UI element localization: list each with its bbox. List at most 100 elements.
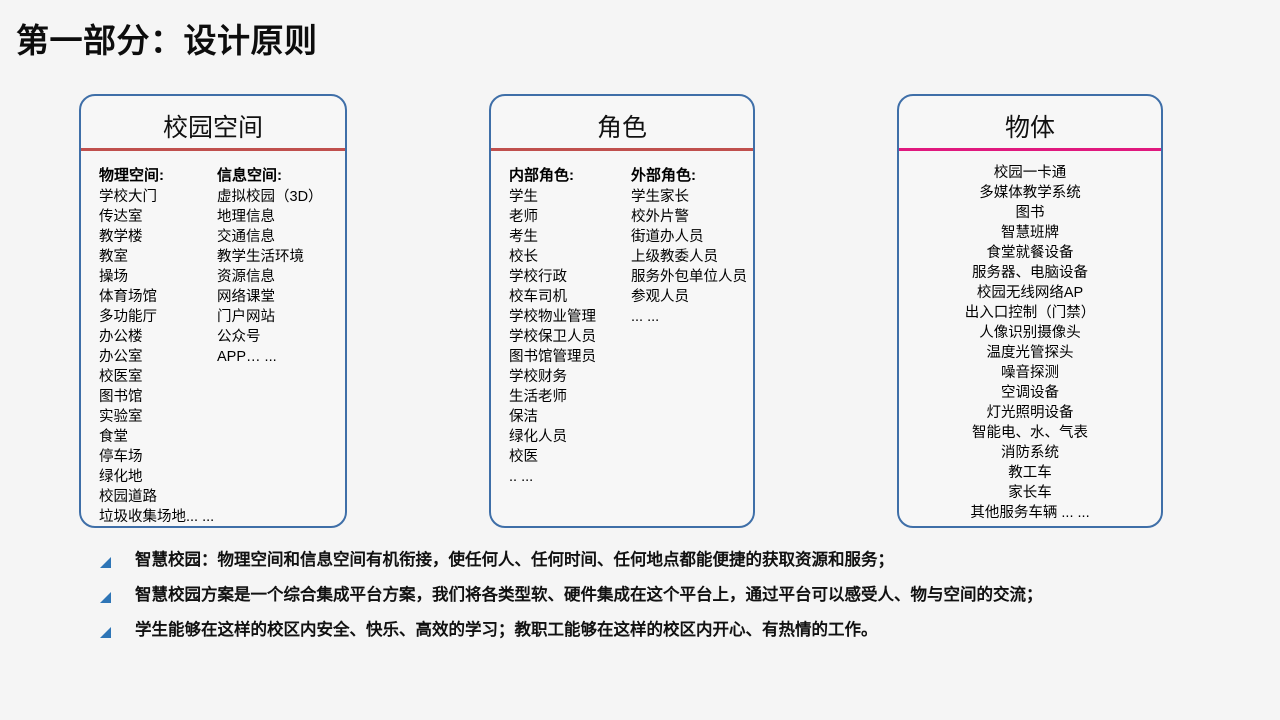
list-item: 多功能厅 [99, 308, 157, 325]
list-item: 学生 [509, 188, 538, 205]
list-physical-space: 学校大门 传达室 教学楼 教室 操场 体育场馆 多功能厅 办公楼 办公室 校医室… [99, 187, 215, 526]
list-item: 资源信息 [217, 268, 275, 285]
card-divider [899, 147, 1161, 151]
list-item: 校车司机 [509, 288, 567, 305]
list-item: 老师 [509, 208, 538, 225]
list-item: 考生 [509, 228, 538, 245]
list-item: 食堂 [99, 428, 128, 445]
column-heading: 物理空间: [99, 166, 164, 184]
column-internal-roles: 内部角色: 学生 老师 考生 校长 学校行政 校车司机 学校物业管理 学校保卫人… [501, 165, 621, 487]
column-heading: 信息空间: [217, 166, 282, 184]
list-item: 办公楼 [99, 328, 143, 345]
card-body: 物理空间: 学校大门 传达室 教学楼 教室 操场 体育场馆 多功能厅 办公楼 办… [81, 151, 345, 526]
card-body: 内部角色: 学生 老师 考生 校长 学校行政 校车司机 学校物业管理 学校保卫人… [491, 151, 753, 493]
list-item: 校医室 [99, 368, 143, 385]
list-item: 地理信息 [217, 208, 275, 225]
bullet-list: 智慧校园：物理空间和信息空间有机衔接，使任何人、任何时间、任何地点都能便捷的获取… [100, 549, 1260, 654]
list-item: APP… ... [217, 348, 277, 365]
list-item: 上级教委人员 [631, 248, 718, 265]
card-title: 物体 [1004, 114, 1055, 142]
list-item: 校长 [509, 248, 538, 265]
list-item: 操场 [99, 268, 128, 285]
list-objects: 校园一卡通 多媒体教学系统 图书 智慧班牌 食堂就餐设备 服务器、电脑设备 校园… [903, 163, 1157, 523]
list-item: .. ... [509, 468, 534, 485]
column-physical-space: 物理空间: 学校大门 传达室 教学楼 教室 操场 体育场馆 多功能厅 办公楼 办… [91, 165, 215, 526]
list-item: 服务外包单位人员 [631, 268, 747, 285]
list-item: 虚拟校园（3D） [217, 188, 323, 205]
list-item: 图书馆 [99, 388, 143, 405]
list-item: 参观人员 [631, 288, 689, 305]
list-item: 交通信息 [217, 228, 275, 245]
list-item: 垃圾收集场地... ... [99, 508, 215, 525]
bullet-text: 智慧校园方案是一个综合集成平台方案，我们将各类型软、硬件集成在这个平台上，通过平… [135, 586, 1043, 604]
column-heading: 内部角色: [509, 166, 574, 184]
page-title: 第一部分：设计原则 [16, 22, 318, 59]
list-item: 保洁 [509, 408, 538, 425]
list-item: 服务器、电脑设备 [972, 264, 1088, 281]
card-divider [491, 147, 753, 151]
list-item: 噪音探测 [1001, 364, 1059, 381]
list-item: 校园一卡通 [993, 164, 1067, 181]
list-item: 其他服务车辆 ... ... [970, 504, 1090, 521]
list-item: 学生家长 [631, 188, 689, 205]
list-item: 多媒体教学系统 [979, 184, 1081, 201]
column-information-space: 信息空间: 虚拟校园（3D） 地理信息 交通信息 教学生活环境 资源信息 网络课… [207, 165, 345, 367]
list-item: 停车场 [99, 448, 143, 465]
card-title: 校园空间 [162, 114, 263, 142]
list-internal-roles: 学生 老师 考生 校长 学校行政 校车司机 学校物业管理 学校保卫人员 图书馆管… [509, 187, 621, 487]
triangle-bullet-icon [100, 590, 111, 603]
column-heading: 外部角色: [631, 166, 696, 184]
card-title: 角色 [596, 114, 647, 142]
list-item: 生活老师 [509, 388, 567, 405]
list-item: ... ... [631, 308, 660, 325]
list-item: 食堂就餐设备 [986, 244, 1074, 261]
list-item: 消防系统 [1001, 444, 1059, 461]
list-item: 教室 [99, 248, 128, 265]
bullet-item: 学生能够在这样的校区内安全、快乐、高效的学习；教职工能够在这样的校区内开心、有热… [100, 619, 1260, 641]
list-item: 家长车 [1008, 484, 1052, 501]
card-roles: 角色 内部角色: 学生 老师 考生 校长 学校行政 校车司机 学校物业管理 学校… [489, 94, 755, 528]
list-item: 传达室 [99, 208, 143, 225]
list-information-space: 虚拟校园（3D） 地理信息 交通信息 教学生活环境 资源信息 网络课堂 门户网站… [211, 187, 345, 367]
list-item: 公众号 [217, 328, 261, 345]
list-item: 实验室 [99, 408, 143, 425]
triangle-bullet-icon [100, 625, 111, 638]
cards-row: 校园空间 物理空间: 学校大门 传达室 教学楼 教室 操场 体育场馆 多功能厅 … [0, 94, 1280, 534]
list-item: 学校大门 [99, 188, 157, 205]
list-item: 学校保卫人员 [509, 328, 596, 345]
bullet-item: 智慧校园方案是一个综合集成平台方案，我们将各类型软、硬件集成在这个平台上，通过平… [100, 584, 1260, 606]
list-item: 灯光照明设备 [986, 404, 1074, 421]
list-item: 校园无线网络AP [976, 284, 1084, 301]
list-item: 体育场馆 [99, 288, 157, 305]
list-item: 智慧班牌 [1001, 224, 1059, 241]
card-divider [81, 147, 345, 151]
list-item: 教工车 [1008, 464, 1052, 481]
list-item: 门户网站 [217, 308, 275, 325]
bullet-item: 智慧校园：物理空间和信息空间有机衔接，使任何人、任何时间、任何地点都能便捷的获取… [100, 549, 1260, 571]
list-item: 学校行政 [509, 268, 567, 285]
triangle-bullet-icon [100, 555, 111, 568]
list-item: 办公室 [99, 348, 143, 365]
bullet-text: 学生能够在这样的校区内安全、快乐、高效的学习；教职工能够在这样的校区内开心、有热… [135, 621, 878, 639]
list-item: 网络课堂 [217, 288, 275, 305]
list-item: 校园道路 [99, 488, 157, 505]
list-item: 智能电、水、气表 [972, 424, 1088, 441]
list-item: 出入口控制（门禁） [964, 304, 1096, 321]
column-external-roles: 外部角色: 学生家长 校外片警 街道办人员 上级教委人员 服务外包单位人员 参观… [621, 165, 753, 327]
list-item: 校医 [509, 448, 538, 465]
list-item: 学校物业管理 [509, 308, 596, 325]
list-item: 学校财务 [509, 368, 567, 385]
list-item: 空调设备 [1001, 384, 1059, 401]
list-item: 绿化地 [99, 468, 143, 485]
list-item: 教学生活环境 [217, 248, 304, 265]
list-external-roles: 学生家长 校外片警 街道办人员 上级教委人员 服务外包单位人员 参观人员 ...… [625, 187, 753, 327]
card-body: 校园一卡通 多媒体教学系统 图书 智慧班牌 食堂就餐设备 服务器、电脑设备 校园… [899, 151, 1161, 523]
list-item: 校外片警 [631, 208, 689, 225]
bullet-text: 智慧校园：物理空间和信息空间有机衔接，使任何人、任何时间、任何地点都能便捷的获取… [135, 551, 894, 569]
list-item: 温度光管探头 [986, 344, 1074, 361]
card-campus-space: 校园空间 物理空间: 学校大门 传达室 教学楼 教室 操场 体育场馆 多功能厅 … [79, 94, 347, 528]
list-item: 图书 [1015, 204, 1045, 221]
card-objects: 物体 校园一卡通 多媒体教学系统 图书 智慧班牌 食堂就餐设备 服务器、电脑设备… [897, 94, 1163, 528]
list-item: 图书馆管理员 [509, 348, 596, 365]
list-item: 绿化人员 [509, 428, 567, 445]
